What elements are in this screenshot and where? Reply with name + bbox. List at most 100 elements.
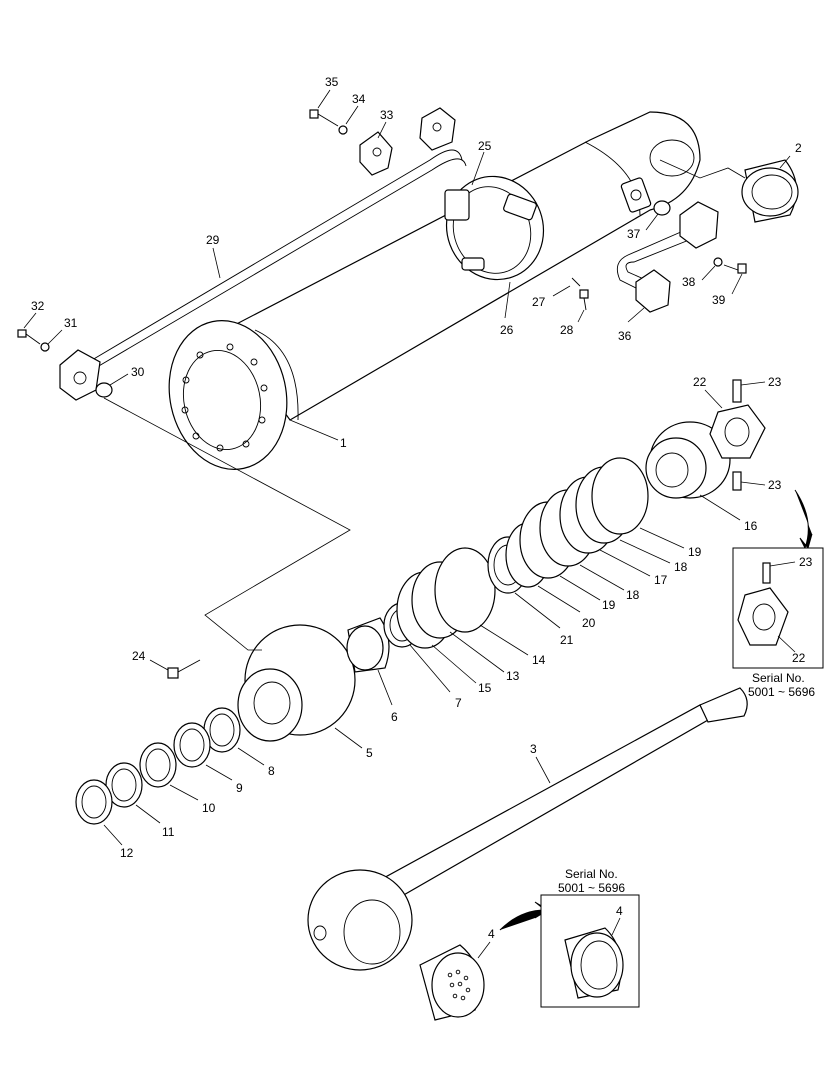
svg-text:5001 ~ 5696: 5001 ~ 5696	[558, 881, 625, 895]
label-39: 39	[712, 273, 743, 307]
label-23b: 23	[740, 478, 782, 492]
ring-19b	[591, 457, 649, 535]
nut-22	[709, 404, 766, 459]
flange-block-top	[419, 107, 456, 151]
label-13: 13	[449, 631, 520, 683]
label-18b: 18	[619, 539, 688, 574]
bolt-39	[723, 263, 747, 274]
inset-nut-caption: Serial No. 5001 ~ 5696	[748, 671, 815, 699]
svg-text:4: 4	[616, 904, 623, 918]
label-23a: 23	[740, 375, 782, 389]
leader-30-to-24	[103, 397, 351, 651]
pipe-36	[616, 201, 719, 313]
arrow-to-bushing-inset	[499, 901, 549, 931]
svg-text:27: 27	[532, 295, 546, 309]
spherical-bushing-4	[419, 944, 485, 1021]
svg-text:Serial No.: Serial No.	[752, 671, 805, 685]
svg-text:28: 28	[560, 323, 574, 337]
svg-text:2: 2	[795, 141, 802, 155]
bushing-6	[346, 617, 390, 673]
svg-text:32: 32	[31, 299, 45, 313]
flange-block-33	[359, 131, 393, 176]
label-22b: 22	[777, 635, 806, 665]
ring-12	[75, 779, 113, 825]
label-24: 24	[132, 649, 169, 671]
svg-text:11: 11	[162, 825, 175, 839]
bolt-28	[579, 289, 589, 311]
bolt-24	[167, 659, 201, 679]
svg-text:18: 18	[626, 588, 640, 602]
label-1: 1	[289, 419, 347, 450]
svg-text:23: 23	[768, 375, 782, 389]
svg-text:14: 14	[532, 653, 546, 667]
label-19a: 19	[559, 575, 616, 612]
label-11: 11	[135, 804, 175, 839]
label-29: 29	[206, 233, 221, 279]
svg-text:10: 10	[202, 801, 216, 815]
bolt-32	[17, 329, 41, 345]
pipe-29	[59, 149, 467, 401]
label-6: 6	[377, 669, 398, 724]
svg-text:18: 18	[674, 560, 688, 574]
inset-bushing-caption: Serial No. 5001 ~ 5696	[558, 867, 625, 895]
label-36: 36	[618, 307, 645, 343]
label-4b: 4	[611, 904, 623, 936]
ring-9	[173, 722, 211, 768]
svg-text:5001 ~ 5696: 5001 ~ 5696	[748, 685, 815, 699]
leader-2	[659, 159, 746, 179]
label-34: 34	[345, 92, 366, 125]
label-18a: 18	[579, 564, 640, 602]
svg-text:26: 26	[500, 323, 514, 337]
ring-14	[434, 547, 496, 633]
svg-text:1: 1	[340, 436, 347, 450]
piston-16	[645, 421, 731, 499]
inset-bushing-box	[540, 894, 640, 1008]
svg-text:17: 17	[654, 573, 668, 587]
svg-text:25: 25	[478, 139, 492, 153]
svg-text:22: 22	[792, 651, 806, 665]
cylinder-tube	[168, 111, 701, 470]
label-19b: 19	[639, 527, 702, 559]
ring-10	[139, 742, 177, 788]
label-8: 8	[237, 747, 275, 778]
o-ring-37	[653, 200, 671, 216]
set-screw-23b	[732, 471, 742, 491]
label-38: 38	[682, 265, 716, 289]
label-21: 21	[514, 592, 574, 647]
svg-text:23: 23	[799, 555, 813, 569]
svg-text:4: 4	[488, 927, 495, 941]
svg-text:22: 22	[693, 375, 707, 389]
label-27: 27	[532, 285, 571, 309]
svg-text:38: 38	[682, 275, 696, 289]
bushing-2	[741, 159, 799, 223]
svg-text:19: 19	[602, 598, 616, 612]
label-12: 12	[103, 824, 134, 860]
bolt-35	[309, 109, 339, 127]
label-10: 10	[169, 784, 216, 815]
svg-text:35: 35	[325, 75, 339, 89]
label-3: 3	[530, 742, 551, 784]
svg-text:19: 19	[688, 545, 702, 559]
label-26: 26	[500, 281, 514, 337]
svg-text:6: 6	[391, 710, 398, 724]
svg-text:15: 15	[478, 681, 492, 695]
svg-text:36: 36	[618, 329, 632, 343]
svg-text:16: 16	[744, 519, 758, 533]
piston-rod-3	[307, 687, 748, 971]
svg-text:3: 3	[530, 742, 537, 756]
svg-text:37: 37	[627, 227, 641, 241]
svg-text:9: 9	[236, 781, 243, 795]
svg-text:29: 29	[206, 233, 220, 247]
svg-text:31: 31	[64, 316, 78, 330]
label-25: 25	[471, 139, 492, 186]
set-screw-23a	[732, 379, 742, 403]
label-37: 37	[627, 213, 659, 241]
bolt-27	[571, 277, 581, 287]
washer-31	[40, 342, 50, 352]
label-32: 32	[23, 299, 45, 329]
label-16: 16	[699, 494, 758, 533]
label-4a: 4	[477, 927, 495, 959]
svg-text:12: 12	[120, 846, 134, 860]
label-33: 33	[377, 108, 394, 139]
label-15: 15	[431, 644, 492, 695]
